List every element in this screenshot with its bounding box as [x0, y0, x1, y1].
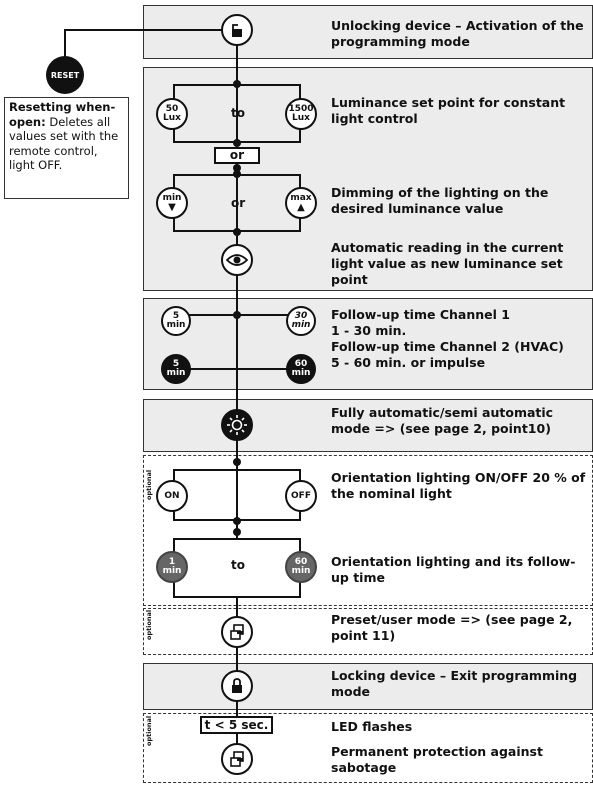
optional-label-preset: optional	[145, 609, 153, 640]
orientation-time-box	[173, 538, 301, 598]
panel-luminance	[143, 67, 593, 291]
dim-max-button[interactable]: max ▲	[285, 187, 317, 219]
lux-1500-value: 1500	[288, 104, 314, 114]
lock-button[interactable]	[221, 670, 253, 702]
followup-desc-1: Follow-up time Channel 1	[331, 307, 510, 322]
ch1-30-value: 30	[294, 311, 308, 321]
sabotage-icon	[230, 751, 244, 767]
dim-max-label: max	[290, 192, 312, 203]
triangle-up-icon: ▲	[297, 201, 305, 213]
eye-icon	[226, 254, 248, 266]
orientation-60-value: 60	[294, 557, 308, 567]
ch2-60-unit: min	[291, 368, 311, 378]
ch2-60min-button[interactable]: 60 min	[286, 354, 316, 384]
preset-icon	[230, 624, 244, 640]
dim-min-label: min	[162, 192, 182, 203]
orientation-to: to	[231, 558, 245, 572]
orientation-1-unit: min	[162, 566, 182, 576]
preset-desc: Preset/user mode => (see page 2, point 1…	[331, 612, 573, 643]
flow-dot	[233, 311, 241, 319]
ch1-5-value: 5	[172, 311, 180, 321]
or-box: or	[214, 147, 260, 164]
optional-label-sabotage: optional	[145, 715, 153, 746]
orientation-desc: Orientation lighting ON/OFF 20 % of the …	[331, 470, 586, 501]
luminance-desc: Luminance set point for constant light c…	[331, 95, 566, 126]
on-button[interactable]: ON	[156, 480, 188, 512]
sabotage-desc-2: Permanent protection against sabotage	[331, 744, 543, 775]
flow-dot	[233, 517, 241, 525]
preset-button[interactable]	[221, 616, 253, 648]
optional-label-orientation: optional	[145, 469, 153, 500]
unlock-button[interactable]	[221, 14, 253, 46]
ch2-60-value: 60	[294, 359, 308, 369]
eye-desc: Automatic reading in the current light v…	[331, 240, 564, 287]
panel-unlock	[143, 5, 593, 59]
reset-connector-v	[64, 29, 66, 61]
ch2-5-value: 5	[172, 359, 180, 369]
dim-desc: Dimming of the lighting on the desired l…	[331, 185, 549, 216]
dim-min-button[interactable]: min ▼	[156, 187, 188, 219]
followup-desc-3: Follow-up time Channel 2 (HVAC)	[331, 339, 564, 354]
off-button[interactable]: OFF	[285, 480, 317, 512]
ch1-30-unit: min	[291, 320, 311, 330]
reset-note-text: Deletes all values set with the remote c…	[9, 114, 119, 173]
ch2-5min-button[interactable]: 5 min	[161, 354, 191, 384]
reset-note: Resetting when-open: Deletes all values …	[4, 97, 129, 199]
ch1-30min-button[interactable]: 30 min	[286, 306, 316, 336]
followup-desc-4: 5 - 60 min. or impulse	[331, 355, 486, 370]
ch1-5-unit: min	[166, 320, 186, 330]
panel-followup	[143, 298, 593, 390]
lock-desc: Locking device – Exit programming mode	[331, 668, 578, 699]
ch1-5min-button[interactable]: 5 min	[161, 306, 191, 336]
auto-desc: Fully automatic/semi automatic mode => (…	[331, 405, 554, 436]
reset-note-title: Resetting when-open:	[9, 100, 116, 129]
lux-50-button[interactable]: 50 Lux	[156, 98, 188, 130]
sabotage-button[interactable]	[221, 743, 253, 775]
orientation-time-desc: Orientation lighting and its follow-up t…	[331, 554, 576, 585]
flow-dot	[233, 170, 241, 178]
flow-dot	[233, 80, 241, 88]
orientation-1min-button[interactable]: 1 min	[156, 551, 188, 583]
luminance-to: to	[231, 106, 245, 120]
eye-button[interactable]	[221, 244, 253, 276]
unlock-icon	[232, 24, 242, 37]
flow-dot	[233, 528, 241, 536]
ch2-5-unit: min	[166, 368, 186, 378]
lux-1500-unit: Lux	[292, 113, 310, 123]
orientation-60-unit: min	[291, 566, 311, 576]
followup-line-2	[180, 368, 296, 370]
followup-desc: Follow-up time Channel 1 1 - 30 min. Fol…	[331, 307, 589, 371]
reset-button[interactable]: RESET	[46, 56, 84, 94]
flow-dot	[233, 228, 241, 236]
dim-or: or	[231, 196, 246, 210]
flow-dot	[233, 139, 241, 147]
orientation-60min-button[interactable]: 60 min	[285, 551, 317, 583]
flow-dot	[233, 164, 241, 172]
onoff-box	[173, 469, 301, 521]
triangle-down-icon: ▼	[168, 201, 176, 213]
unlock-desc: Unlocking device – Activation of the pro…	[331, 18, 584, 49]
panel-lock	[143, 663, 593, 710]
auto-mode-button[interactable]	[221, 409, 253, 441]
panel-preset	[143, 608, 593, 655]
reset-connector-h	[65, 29, 222, 31]
lock-icon	[232, 678, 242, 693]
flow-dot	[233, 458, 241, 466]
lux-50-value: 50	[165, 104, 179, 114]
bulb-icon	[227, 415, 247, 435]
orientation-1-value: 1	[168, 557, 176, 567]
time-box: t < 5 sec.	[200, 716, 273, 734]
flow-line	[236, 30, 238, 755]
lux-1500-button[interactable]: 1500 Lux	[285, 98, 317, 130]
followup-desc-2: 1 - 30 min.	[331, 323, 407, 338]
sabotage-desc-1: LED flashes	[331, 719, 413, 734]
panel-auto	[143, 399, 593, 452]
lux-50-unit: Lux	[163, 113, 181, 123]
